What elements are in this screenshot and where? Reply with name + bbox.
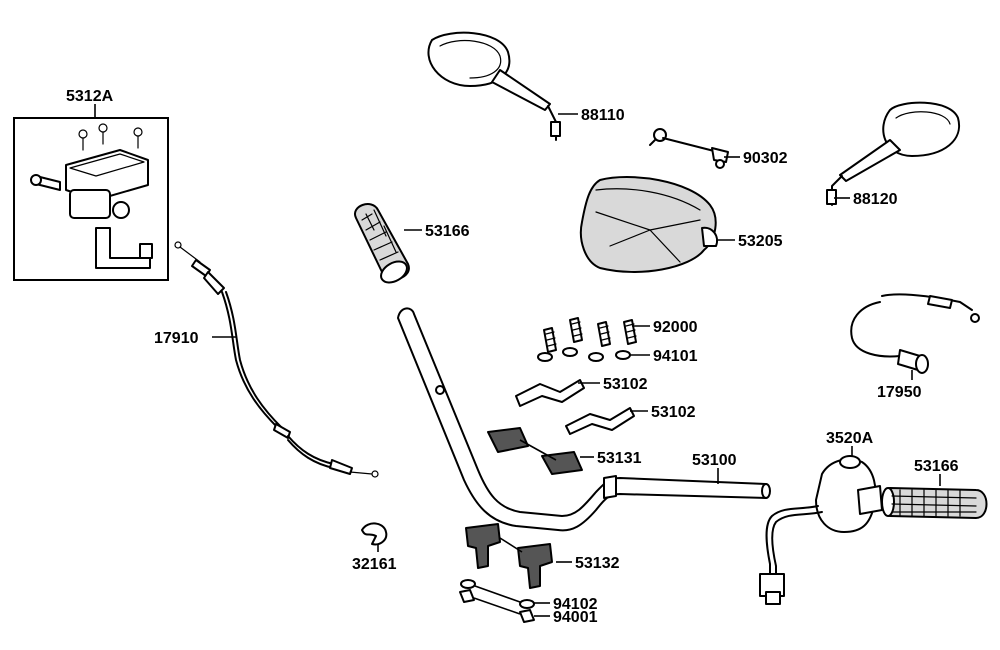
label-17950: 17950 — [877, 384, 922, 401]
label-53166-left: 53166 — [425, 223, 470, 240]
label-94102: 94102 — [553, 596, 598, 613]
handlebar-cover — [580, 176, 718, 273]
mirror-right — [826, 101, 961, 206]
label-92000: 92000 — [653, 319, 698, 336]
label-53166-right: 53166 — [914, 458, 959, 475]
clip-32161 — [361, 522, 388, 546]
label-53132: 53132 — [575, 555, 620, 572]
lower-clamps-53132 — [465, 523, 553, 589]
label-88110: 88110 — [581, 107, 625, 124]
label-53205: 53205 — [738, 233, 783, 250]
label-53131: 53131 — [597, 450, 642, 467]
throttle-cable — [174, 241, 379, 478]
bolts-92000 — [543, 317, 637, 353]
bolt-90302 — [649, 128, 729, 169]
label-53100: 53100 — [692, 452, 737, 469]
label-53102-lower: 53102 — [651, 404, 696, 421]
label-32161: 32161 — [352, 556, 397, 573]
label-88120: 88120 — [853, 191, 898, 208]
switch-housing-3520A — [759, 455, 883, 605]
switch-cable-17950 — [850, 293, 980, 374]
label-3520A: 3520A — [826, 430, 874, 447]
label-53102-upper: 53102 — [603, 376, 648, 393]
mirror-left — [427, 31, 561, 141]
upper-clamps-53131 — [487, 427, 583, 475]
master-cylinder-assembly — [13, 104, 169, 281]
washers-94101 — [537, 347, 631, 362]
nuts-94001 — [459, 589, 535, 623]
label-17910: 17910 — [154, 330, 199, 347]
washers-94102 — [460, 579, 535, 609]
clamp-53102-upper — [515, 379, 585, 407]
label-94101: 94101 — [653, 348, 698, 365]
label-5312A: 5312A — [66, 88, 114, 105]
label-90302: 90302 — [743, 150, 788, 167]
grip-left — [354, 203, 410, 284]
part-labels: 5312A 88110 90302 88120 53166 53205 1791… — [66, 88, 959, 626]
label-94001: 94001 — [553, 609, 598, 626]
handlebar-53100 — [397, 307, 771, 532]
clamp-53102-lower — [565, 407, 635, 435]
grip-right — [881, 487, 988, 519]
